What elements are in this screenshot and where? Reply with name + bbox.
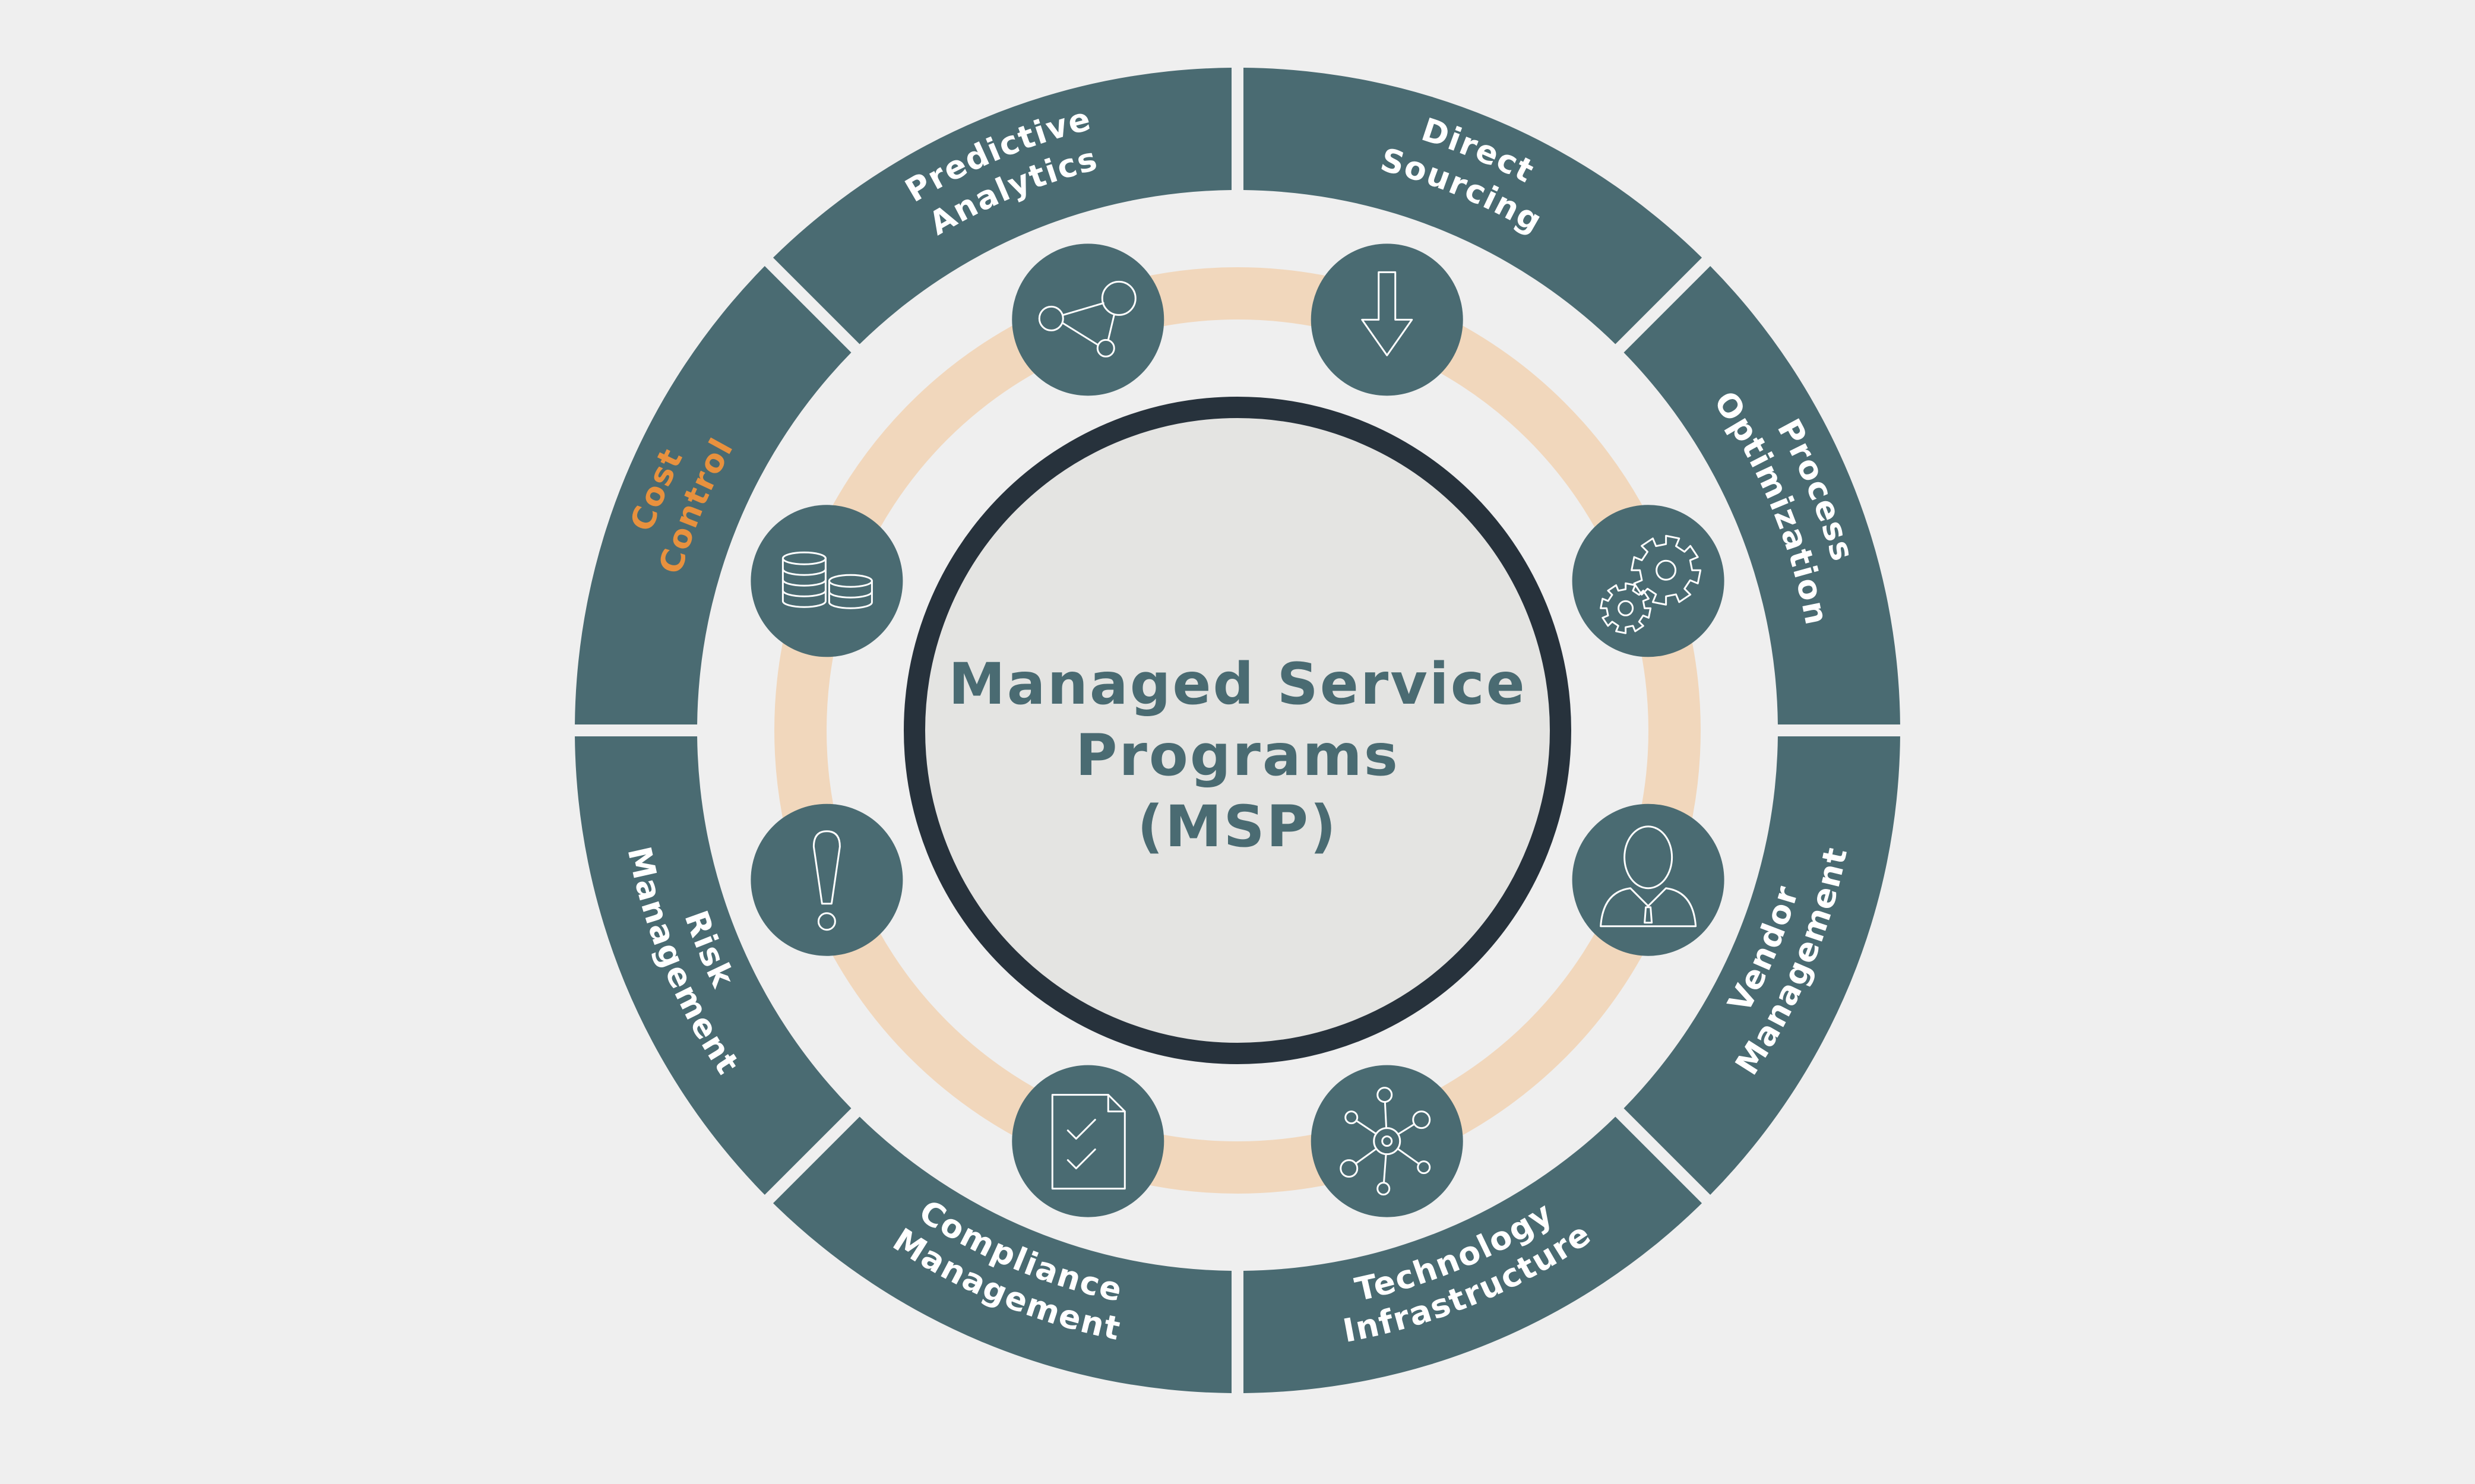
risk-management-node	[751, 803, 903, 956]
coin-stacks-icon	[781, 551, 873, 609]
outer-segment-direct-sourcing	[1243, 68, 1702, 344]
direct-sourcing-node	[1311, 243, 1463, 396]
outer-segment-ring	[575, 68, 1900, 1393]
process-optimization-node-circle	[1572, 505, 1724, 657]
direct-sourcing-node-circle	[1311, 243, 1463, 396]
outer-segment-compliance-management	[773, 1116, 1232, 1393]
predictive-analytics-node-circle	[1012, 243, 1164, 396]
connected-nodes-icon	[1038, 280, 1137, 357]
gears-icon	[1600, 534, 1702, 634]
outer-segment-process-optimization	[1623, 265, 1900, 725]
cost-control-node	[751, 505, 903, 657]
technology-infrastructure-node	[1311, 1065, 1463, 1217]
icon-nodes	[751, 243, 1724, 1217]
center-circle	[904, 397, 1571, 1064]
center-title-line-2: Programs	[1075, 722, 1400, 789]
compliance-management-node	[1012, 1065, 1164, 1217]
outer-segment-technology-infrastructure	[1243, 1116, 1702, 1393]
technology-infrastructure-node-circle	[1311, 1065, 1463, 1217]
outer-segment-cost-control	[575, 265, 852, 725]
vendor-management-node	[1572, 803, 1724, 956]
center-title-line-1: Managed Service	[948, 651, 1527, 717]
exclamation-icon	[812, 830, 841, 931]
outer-segment-predictive-analytics	[773, 68, 1232, 344]
inner-connector-ring	[774, 267, 1701, 1194]
person-icon	[1600, 825, 1697, 928]
center-title-line-3: (MSP)	[1137, 793, 1338, 860]
vendor-management-node-circle	[1572, 803, 1724, 956]
compliance-management-node-circle	[1012, 1065, 1164, 1217]
cost-control-node-circle	[751, 505, 903, 657]
risk-management-node-circle	[751, 803, 903, 956]
outer-segment-vendor-management	[1623, 736, 1900, 1195]
checklist-document-icon	[1051, 1094, 1126, 1190]
process-optimization-node	[1572, 505, 1724, 657]
download-arrow-icon	[1361, 271, 1413, 356]
outer-segment-risk-management	[575, 736, 852, 1195]
network-hub-icon	[1340, 1087, 1431, 1196]
predictive-analytics-node	[1012, 243, 1164, 396]
